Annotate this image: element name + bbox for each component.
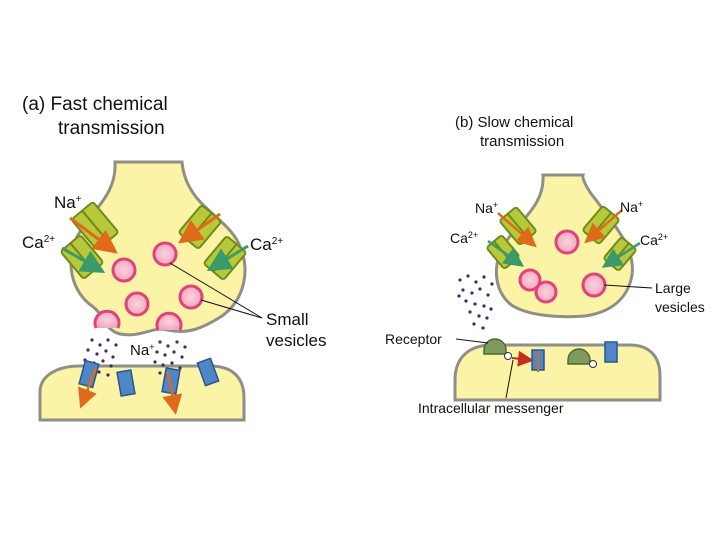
receptor-b-2 xyxy=(567,348,591,365)
ca-influx-arrow-right-a xyxy=(206,244,249,272)
panel-a-title-line2: transmission xyxy=(58,118,165,139)
na-right-label-b: Na+ xyxy=(620,199,643,215)
vesicle xyxy=(152,241,178,267)
ca-influx-arrow-right-b xyxy=(601,241,641,268)
receptor-channel-b-2 xyxy=(604,341,618,363)
receptor-b-1 xyxy=(483,338,507,355)
receptor-channel-a-3 xyxy=(161,367,181,395)
na-left-label-b: Na+ xyxy=(475,200,498,216)
vesicle xyxy=(518,268,542,292)
na-arrow-post-a-2 xyxy=(162,371,183,415)
vesicle xyxy=(124,291,150,317)
na-influx-arrow-right-b xyxy=(584,209,623,244)
vesicle xyxy=(554,229,580,255)
neurotransmitter-release-b xyxy=(457,274,494,330)
na-label-a: Na+ xyxy=(54,193,82,212)
na-influx-arrow-left-b xyxy=(497,212,537,248)
panel-b-title-line2: transmission xyxy=(480,133,564,150)
small-vesicles-label-line2: vesicles xyxy=(266,331,326,350)
leader-receptor xyxy=(455,338,489,344)
leader-large-vesicles xyxy=(603,284,653,289)
receptor-channel-a-2 xyxy=(116,369,136,397)
vesicle xyxy=(534,280,558,304)
ca-influx-arrow-left-b xyxy=(487,239,525,267)
large-vesicles-label-line2: vesicles xyxy=(655,299,705,315)
g-protein-dot-2 xyxy=(589,360,597,368)
panel-b-title-line1: (b) Slow chemical xyxy=(455,114,573,131)
na-influx-arrow-right-a xyxy=(178,212,221,244)
vesicle xyxy=(111,257,137,283)
na-cleft-label-a: Na+ xyxy=(130,342,154,359)
receptor-label: Receptor xyxy=(385,331,442,347)
panel-a-title-line1: (a) Fast chemical xyxy=(22,94,168,115)
leader-small-vesicles-2 xyxy=(200,299,263,319)
ca-left-label-b: Ca2+ xyxy=(450,230,478,246)
small-vesicles-a xyxy=(93,241,204,331)
ca-left-label-a: Ca2+ xyxy=(22,233,55,252)
fusing-vesicle-right xyxy=(155,311,183,331)
na-arrow-post-a-1 xyxy=(78,367,98,409)
large-vesicles-label-line1: Large xyxy=(655,280,691,296)
receptor-channel-a-4 xyxy=(196,357,220,387)
vesicle xyxy=(178,284,204,310)
ca-right-label-a: Ca2+ xyxy=(250,235,283,254)
leader-small-vesicles-1 xyxy=(169,262,263,319)
fusing-vesicle-left xyxy=(93,309,121,329)
ca-influx-arrow-left-a xyxy=(61,246,106,274)
messenger-arrow xyxy=(511,350,534,367)
intracellular-messenger-label: Intracellular messenger xyxy=(418,400,564,416)
neurotransmitter-release-a xyxy=(83,338,187,377)
panel-a: (a) Fast chemical transmission xyxy=(22,94,326,422)
g-protein-dot-1 xyxy=(504,352,512,360)
panel-b: (b) Slow chemical transmission xyxy=(385,114,705,416)
vesicle xyxy=(581,272,607,298)
large-vesicles-b xyxy=(518,229,607,304)
na-influx-arrow-a xyxy=(69,216,118,254)
small-vesicles-label-line1: Small xyxy=(266,310,309,329)
ca-right-label-b: Ca2+ xyxy=(640,232,668,248)
leader-intracellular-messenger xyxy=(505,359,514,399)
receptor-channel-a-1 xyxy=(78,359,100,389)
